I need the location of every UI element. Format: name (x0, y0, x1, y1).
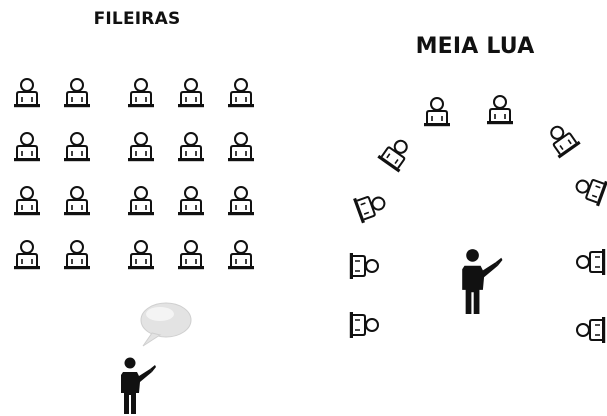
student-desk-icon (423, 97, 451, 128)
student-desk-icon (127, 240, 155, 271)
student-desk-icon (63, 240, 91, 271)
student-desk-icon (127, 78, 155, 109)
student-desk-icon (576, 316, 607, 344)
student-desk-icon (177, 78, 205, 109)
student-desk-icon (127, 186, 155, 217)
student-desk-icon (13, 78, 41, 109)
student-desk-icon (63, 186, 91, 217)
student-desk-icon (13, 132, 41, 163)
rows-seating-group (13, 78, 255, 271)
student-desk-icon (127, 132, 155, 163)
student-desk-icon (177, 240, 205, 271)
student-desk-icon (13, 186, 41, 217)
student-desk-icon (352, 188, 390, 225)
student-desk-icon (571, 171, 607, 208)
presenter-half-moon-icon (462, 249, 503, 315)
student-desk-icon (576, 248, 607, 276)
student-desk-icon (542, 119, 582, 160)
student-desk-icon (63, 78, 91, 109)
student-desk-icon (177, 132, 205, 163)
student-desk-icon (227, 240, 255, 271)
presenter-rows-icon (121, 357, 156, 414)
student-desk-icon (376, 133, 416, 174)
title-meia-lua: MEIA LUA (415, 34, 535, 59)
student-desk-icon (486, 95, 514, 126)
student-desk-icon (227, 186, 255, 217)
student-desk-icon (63, 132, 91, 163)
student-desk-icon (227, 78, 255, 109)
student-desk-icon (227, 132, 255, 163)
student-desk-icon (177, 186, 205, 217)
title-fileiras: FILEIRAS (93, 9, 181, 29)
student-desk-icon (348, 311, 379, 339)
student-desk-icon (348, 252, 379, 280)
speech-bubble-icon (140, 302, 192, 347)
student-desk-icon (13, 240, 41, 271)
